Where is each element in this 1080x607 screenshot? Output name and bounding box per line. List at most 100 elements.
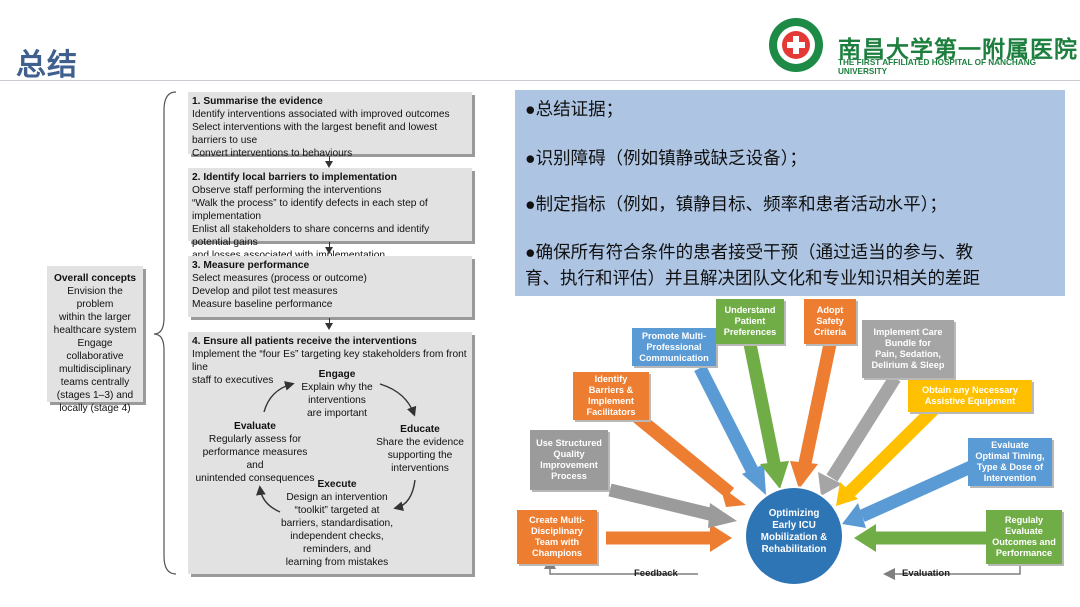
stage-1-line: Convert interventions to behaviours [192, 148, 353, 159]
stage-2-line: Observe staff performing the interventio… [192, 185, 382, 196]
university-logo [769, 18, 823, 72]
box-line: Pain, Sedation, [875, 349, 941, 359]
box-line: Optimal Timing, [975, 451, 1045, 461]
box-line: Assistive Equipment [924, 396, 1016, 406]
stage-1-box: 1. Summarise the evidence Identify inter… [188, 92, 472, 159]
stage-4-box: 4. Ensure all patients receive the inter… [188, 332, 472, 574]
arrow-structured [608, 483, 737, 528]
box-line: Preferences [723, 327, 777, 337]
execute-line: Design an intervention [286, 492, 388, 503]
flow-connector [329, 242, 330, 248]
arrow-bundle [818, 374, 901, 496]
left-brace [153, 91, 177, 575]
flow-connector [329, 156, 330, 162]
concept-line: multidisciplinary [59, 364, 131, 375]
arrow-timing [842, 460, 976, 528]
bullet-item: ●识别障碍（例如镇静或缺乏设备）； [525, 148, 807, 168]
stage-1-line: Select interventions with the largest be… [192, 122, 438, 146]
box-line: Implement Care [873, 327, 943, 337]
box-line: Criteria [813, 327, 847, 337]
bullet-item: ●确保所有符合条件的患者接受干预（通过适当的参与、教 [525, 242, 974, 262]
educate-node: Educate Share the evidence supporting th… [368, 423, 472, 475]
evaluate-line: performance measures and [202, 447, 308, 471]
page-title: 总结 [16, 49, 78, 82]
box-line: Bundle for [885, 338, 931, 348]
box-line: Facilitators [586, 407, 636, 417]
box-line: Disciplinary [530, 526, 584, 536]
box-line: Identify [594, 374, 628, 384]
bullet-item: ●制定指标（例如，镇静目标、频率和患者活动水平）； [525, 194, 947, 214]
arrow-equipment [836, 403, 940, 506]
stage-2-line: and losses associated with implementatio… [192, 249, 468, 262]
arrow-understand [743, 342, 789, 489]
box-line: Process [551, 471, 587, 481]
execute-line: “toolkit” targeted at [294, 505, 380, 516]
box-line: Quality [553, 449, 585, 459]
evaluate-line: Regularly assess for [208, 434, 302, 445]
evaluate-line: unintended consequences [195, 473, 315, 484]
educate-line: Share the evidence [376, 437, 464, 448]
arrow-create [606, 524, 732, 552]
engage-line: are important [306, 408, 368, 419]
engage-line: Explain why the [301, 382, 373, 393]
box-line: Evaluate [991, 440, 1029, 450]
execute-node: Execute Design an intervention “toolkit”… [267, 478, 407, 569]
execute-line: reminders, and [303, 544, 371, 555]
box-promote-communication: Promote Multi- Professional Communicatio… [632, 328, 716, 366]
evaluate-node: Evaluate Regularly assess for performanc… [194, 420, 316, 485]
box-line: Barriers & [588, 385, 634, 395]
concept-line: healthcare system [53, 325, 137, 336]
execute-line: barriers, standardisation, [280, 518, 394, 529]
box-line: Team with [534, 537, 580, 547]
stage-3-line: Develop and pilot test measures [192, 286, 338, 297]
box-line: Delirium & Sleep [871, 360, 945, 370]
radial-arrows [544, 342, 1021, 586]
down-arrow-icon [325, 247, 333, 254]
stage-2-line: Enlist all stakeholders to share concern… [192, 224, 430, 248]
box-line: Patient [734, 316, 766, 326]
stage-3-box: 3. Measure performance Select measures (… [188, 256, 472, 317]
stage-2-title: 2. Identify local barriers to implementa… [192, 172, 397, 183]
evaluate-title: Evaluate [234, 421, 276, 432]
stage-3-line: Select measures (process or outcome) [192, 273, 367, 284]
educate-line: interventions [391, 463, 449, 474]
execute-line: independent checks, [290, 531, 384, 542]
execute-line: learning from mistakes [285, 557, 389, 568]
box-care-bundle: Implement Care Bundle for Pain, Sedation… [862, 320, 954, 378]
university-name-en: THE FIRST AFFILIATED HOSPITAL OF NANCHAN… [838, 58, 1037, 76]
bullet-item: ●总结证据； [525, 99, 624, 119]
box-line: Use Structured [536, 438, 602, 448]
overall-concepts-box: Overall concepts Envision the problem wi… [47, 266, 143, 414]
flow-connector [329, 318, 330, 324]
cycle-arrows [256, 381, 417, 513]
box-line: Champions [531, 548, 583, 558]
box-safety-criteria: Adopt Safety Criteria [804, 299, 856, 344]
stage-2-line: “Walk the process” to identify defects i… [192, 198, 428, 222]
educate-line: supporting the [387, 450, 453, 461]
stage-4-line: Implement the “four Es” targeting key st… [192, 349, 467, 373]
box-line: Understand [724, 305, 776, 315]
box-line: Outcomes and [992, 537, 1056, 547]
stage-3-title: 3. Measure performance [192, 260, 310, 271]
box-barriers: Identify Barriers & Implement Facilitato… [573, 372, 649, 420]
evaluation-label: Evaluation [902, 568, 951, 579]
box-line: Communication [639, 352, 709, 363]
educate-title: Educate [400, 424, 440, 435]
box-line: Implement [588, 396, 634, 406]
overall-concepts-title: Overall concepts [53, 273, 137, 284]
center-line: Early ICU [772, 520, 816, 531]
feedback-label: Feedback [634, 568, 678, 579]
box-create-team: Create Multi- Disciplinary Team with Cha… [517, 510, 597, 564]
stage-4-title: 4. Ensure all patients receive the inter… [192, 336, 417, 347]
concept-line: Engage collaborative [66, 338, 124, 362]
down-arrow-icon [325, 323, 333, 330]
header-divider [0, 80, 1080, 81]
box-patient-preferences: Understand Patient Preferences [716, 299, 784, 344]
stage-2-box: 2. Identify local barriers to implementa… [188, 168, 472, 261]
execute-title: Execute [317, 479, 357, 490]
box-line: Performance [995, 548, 1053, 558]
box-line: Adopt [816, 305, 844, 315]
engage-title: Engage [318, 369, 356, 380]
arrow-barriers [631, 410, 746, 507]
arrow-promote [694, 365, 766, 495]
